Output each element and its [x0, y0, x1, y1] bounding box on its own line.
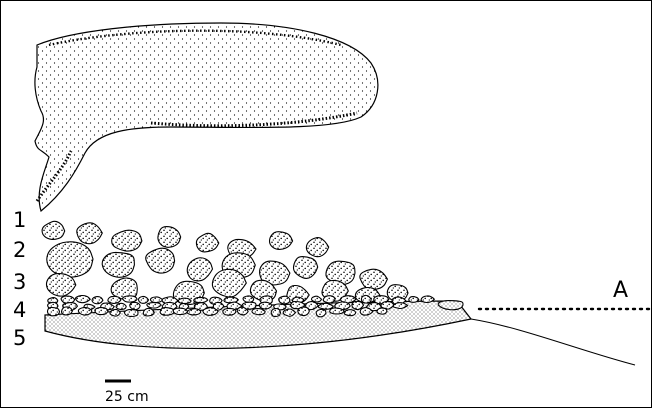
pebble-stone	[48, 307, 60, 315]
pebble-stone	[110, 309, 120, 316]
pebble-stone	[252, 309, 265, 315]
stone-layers-group	[42, 221, 463, 316]
pebble-stone	[173, 308, 188, 314]
layer-label-4: 4	[13, 298, 26, 322]
overhanging-rock-shelter-roof	[35, 23, 378, 211]
layer-label-1: 1	[13, 208, 26, 232]
pebble-stone	[138, 296, 148, 303]
cobble-stone	[293, 257, 317, 279]
cobble-stone	[46, 274, 75, 297]
pebble-stone	[279, 296, 290, 304]
cobble-stone	[360, 269, 388, 289]
pebble-stone	[409, 297, 419, 303]
pebble-stone	[160, 308, 174, 316]
pebble-stone	[344, 310, 356, 316]
pebble-stone	[271, 309, 280, 317]
pebble-stone	[243, 296, 254, 302]
pebble-stone	[318, 303, 333, 309]
pebble-stone	[61, 296, 75, 303]
cobble-stone	[77, 223, 103, 244]
pebble-stone	[116, 303, 126, 309]
cobble-stone	[112, 230, 142, 251]
pebble-stone	[92, 297, 103, 304]
pebble-stone	[194, 297, 208, 302]
cobble-stone	[47, 242, 93, 277]
cobble-stone	[146, 248, 175, 273]
pebble-stone	[95, 308, 108, 315]
cobble-stone	[306, 238, 328, 257]
pebble-stone	[377, 308, 387, 314]
cobble-stone	[270, 232, 293, 250]
pebble-stone	[178, 298, 191, 303]
pebble-stone	[123, 296, 137, 302]
layer-label-2: 2	[13, 238, 26, 262]
cobble-stone	[42, 221, 65, 239]
pebble-stone	[108, 296, 121, 303]
pebble-stone	[62, 307, 73, 315]
cobble-stone	[196, 233, 218, 252]
pebble-stone	[323, 296, 335, 303]
pebble-stone	[78, 308, 92, 315]
layer-label-5: 5	[13, 326, 26, 350]
pebble-stone	[130, 302, 140, 309]
pebble-stone	[298, 307, 310, 316]
pebble-stone	[259, 302, 272, 309]
scale-bar-label: 25 cm	[105, 389, 149, 405]
cobble-stone	[187, 258, 212, 281]
layer-label-3: 3	[13, 270, 26, 294]
cobble-stone	[102, 252, 134, 277]
pebble-stone	[150, 297, 162, 303]
pebble-stone	[203, 308, 218, 316]
pebble-stone	[187, 309, 201, 315]
pebble-stone	[76, 296, 91, 303]
pebble-stone	[125, 310, 139, 317]
pebble-stone	[330, 308, 345, 314]
pebble-stone	[223, 308, 236, 315]
pebble-stone	[147, 303, 161, 309]
pebble-stone	[316, 309, 326, 317]
pebble-stone	[311, 296, 321, 302]
pebble-stone	[421, 296, 434, 303]
pebble-stone	[143, 308, 154, 316]
marker-label-A: A	[613, 278, 628, 303]
cobble-stone	[158, 227, 181, 248]
cobble-stone	[212, 269, 246, 297]
ground-surface-line	[471, 319, 635, 365]
